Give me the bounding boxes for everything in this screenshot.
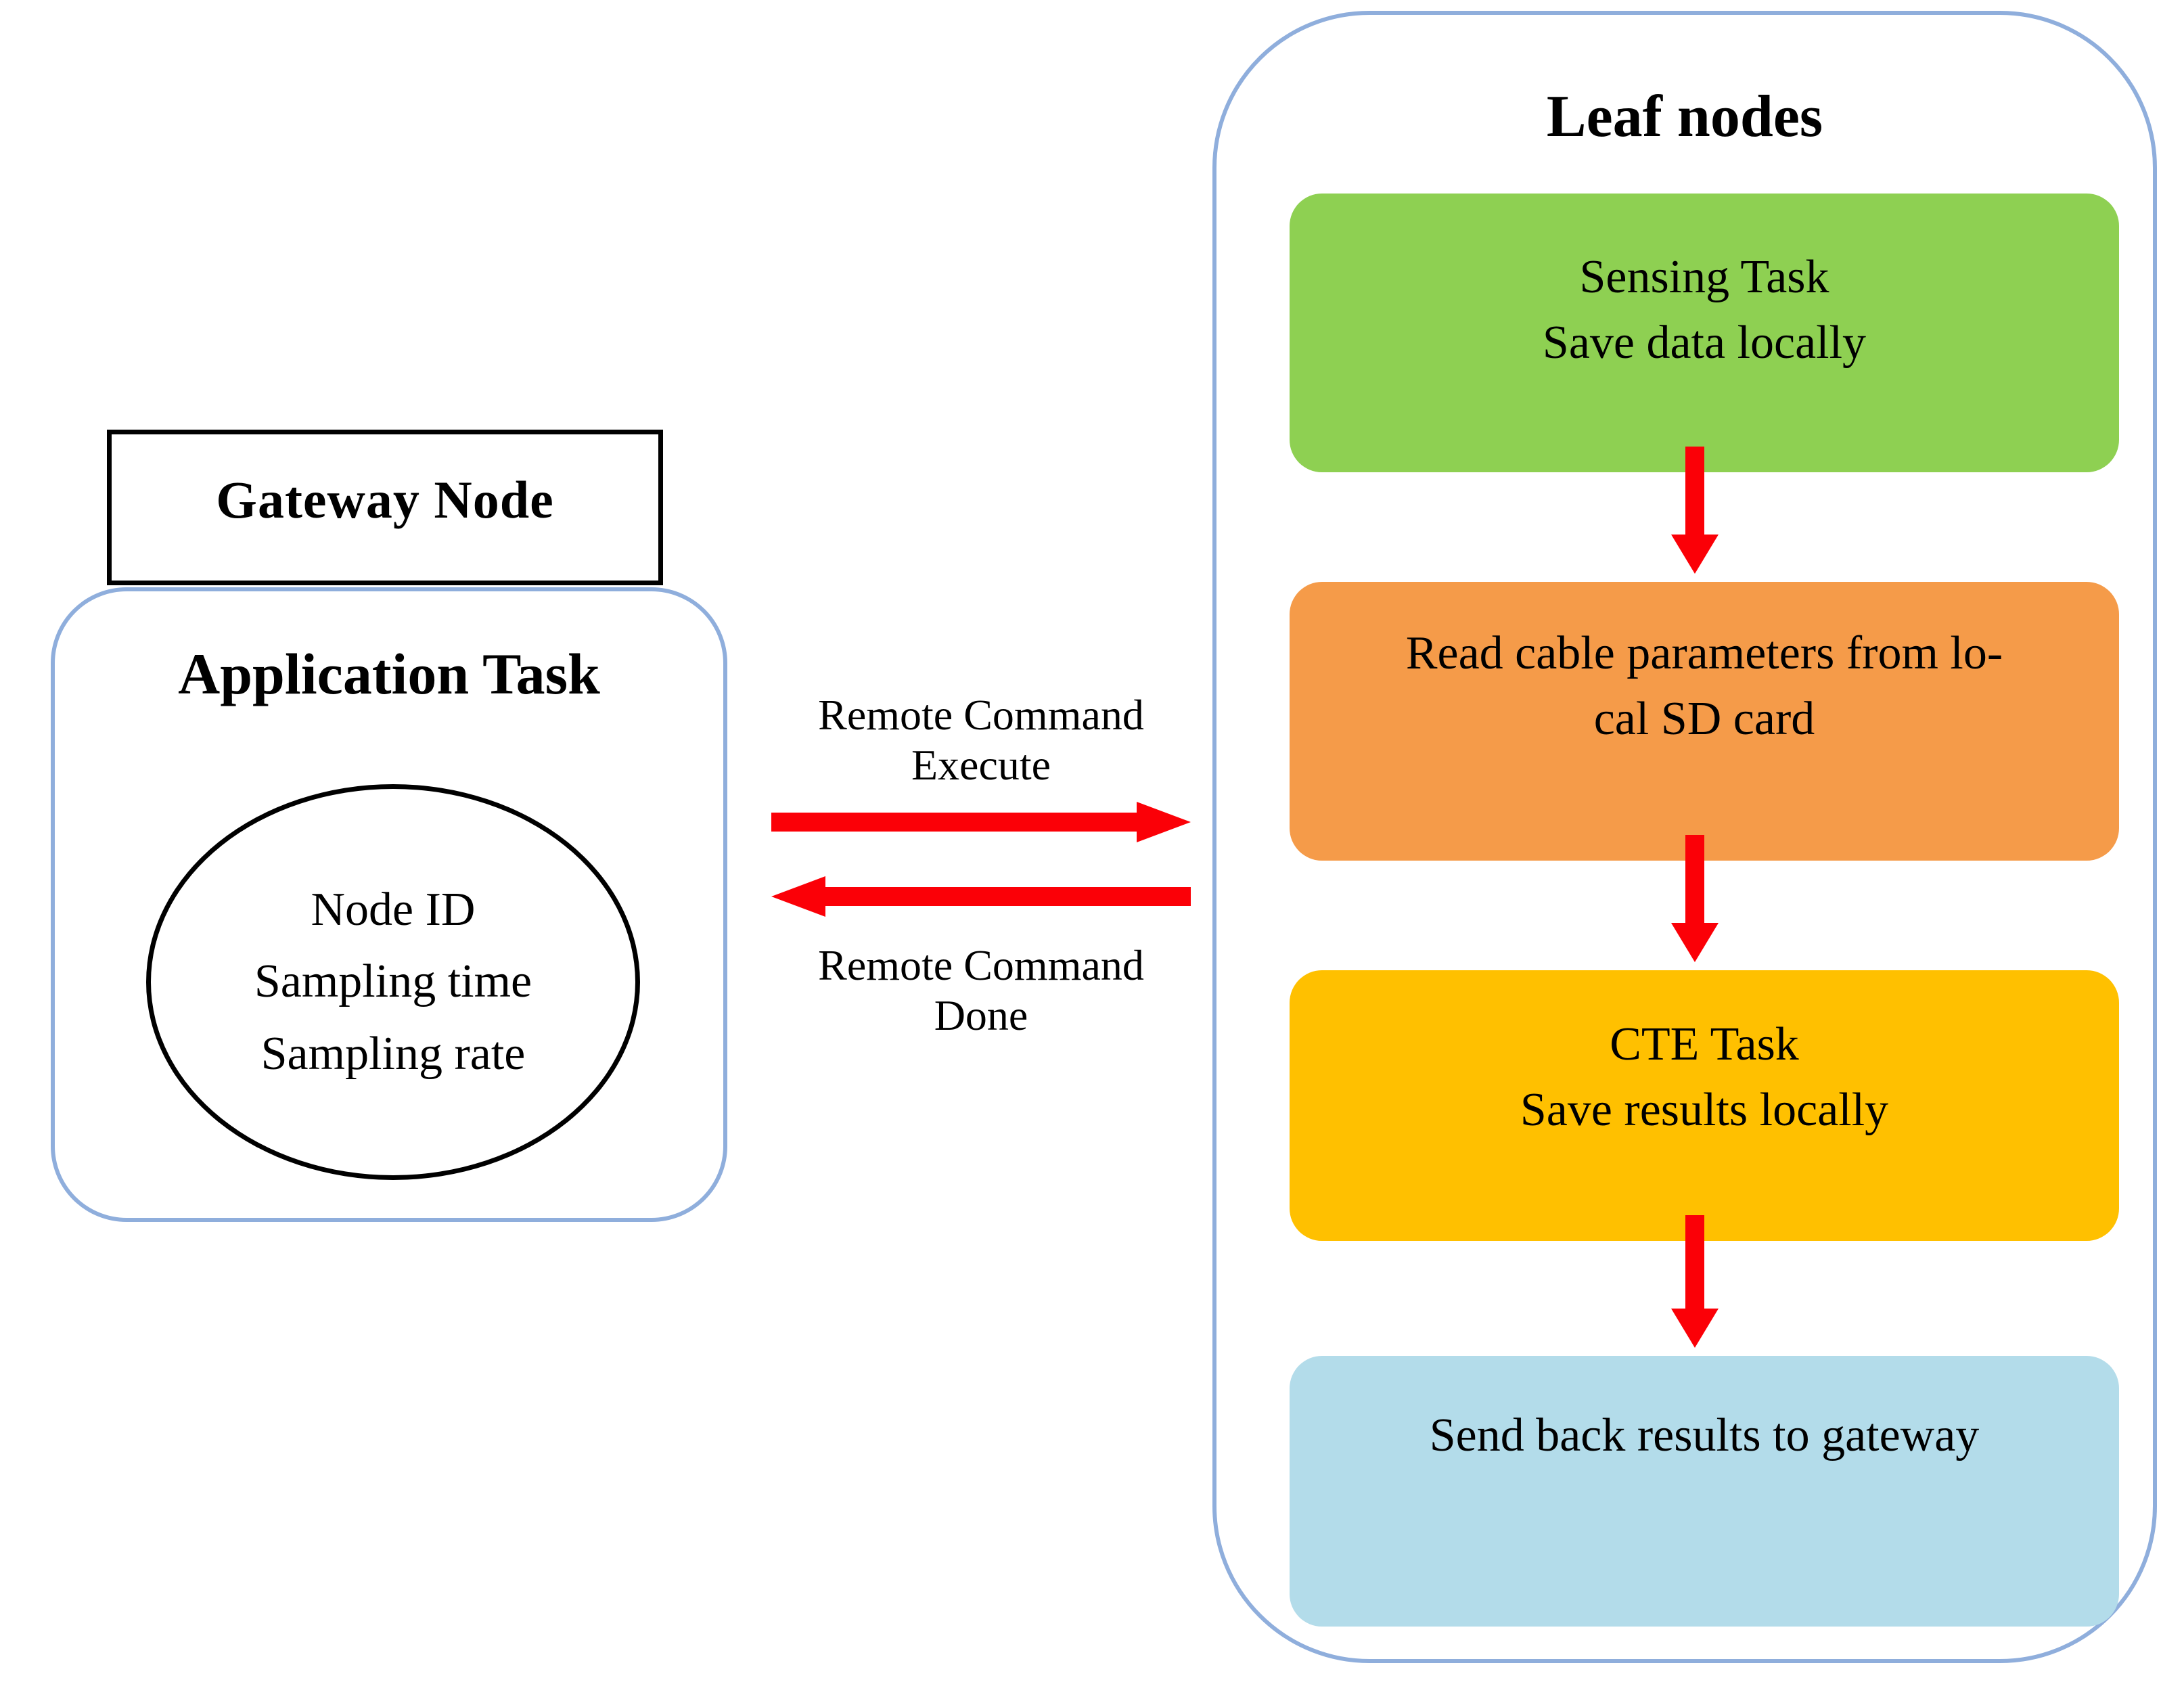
gateway-node-title: Gateway Node (216, 470, 554, 529)
arrow-down-head-1 (1671, 535, 1719, 574)
arrow-down-head-2 (1671, 923, 1719, 962)
arrow-down-head-3 (1671, 1309, 1719, 1348)
remote-command-done-label: Remote Command Done (765, 940, 1198, 1041)
ellipse-item-node-id: Node ID (311, 883, 476, 936)
ellipse-item-sampling-rate: Sampling rate (260, 1027, 526, 1080)
step-sensing-line2: Save data locally (1542, 316, 1867, 369)
arrow-down-icon-cte-to-send (1671, 1215, 1719, 1349)
application-task-title: Application Task (178, 641, 600, 706)
step-box-send-back-results: Send back results to gateway (1290, 1356, 2119, 1627)
remote-command-done-label-line2: Done (934, 991, 1028, 1040)
remote-command-done-label-line1: Remote Command (818, 941, 1144, 989)
arrow-down-shaft-1 (1685, 447, 1704, 536)
step-read-line2: cal SD card (1593, 692, 1815, 745)
step-box-read-sd-card: Read cable parameters from lo- cal SD ca… (1290, 582, 2119, 861)
arrow-right-shaft (771, 813, 1142, 832)
step-read-line1: Read cable parameters from lo- (1405, 627, 2003, 679)
arrow-down-icon-read-to-cte (1671, 835, 1719, 963)
step-box-cte-task: CTE Task Save results locally (1290, 970, 2119, 1241)
arrow-right-head (1137, 802, 1191, 842)
leaf-nodes-title: Leaf nodes (1546, 84, 1823, 150)
step-cte-line1: CTE Task (1610, 1018, 1799, 1070)
arrow-left-head (771, 876, 825, 917)
arrow-left-shaft (820, 887, 1191, 906)
arrow-left-icon (771, 876, 1191, 917)
gateway-node-box: Gateway Node (107, 430, 663, 585)
step-box-sensing-task: Sensing Task Save data locally (1290, 194, 2119, 472)
step-send-line1: Send back results to gateway (1429, 1409, 1980, 1461)
ellipse-item-sampling-time: Sampling time (254, 955, 532, 1008)
application-task-card: Application Task Node ID Sampling time S… (51, 587, 727, 1222)
step-cte-line2: Save results locally (1520, 1083, 1889, 1136)
arrow-down-icon-sensing-to-read (1671, 447, 1719, 575)
node-parameters-ellipse: Node ID Sampling time Sampling rate (146, 784, 640, 1180)
remote-command-execute-label-line2: Execute (911, 741, 1051, 790)
arrow-down-shaft-2 (1685, 835, 1704, 924)
arrow-right-icon (771, 802, 1191, 842)
remote-command-execute-label-line1: Remote Command (818, 691, 1144, 739)
leaf-nodes-card: Leaf nodes Sensing Task Save data locall… (1212, 11, 2157, 1663)
step-sensing-line1: Sensing Task (1579, 251, 1829, 303)
remote-command-execute-label: Remote Command Execute (765, 690, 1198, 790)
arrow-down-shaft-3 (1685, 1215, 1704, 1310)
